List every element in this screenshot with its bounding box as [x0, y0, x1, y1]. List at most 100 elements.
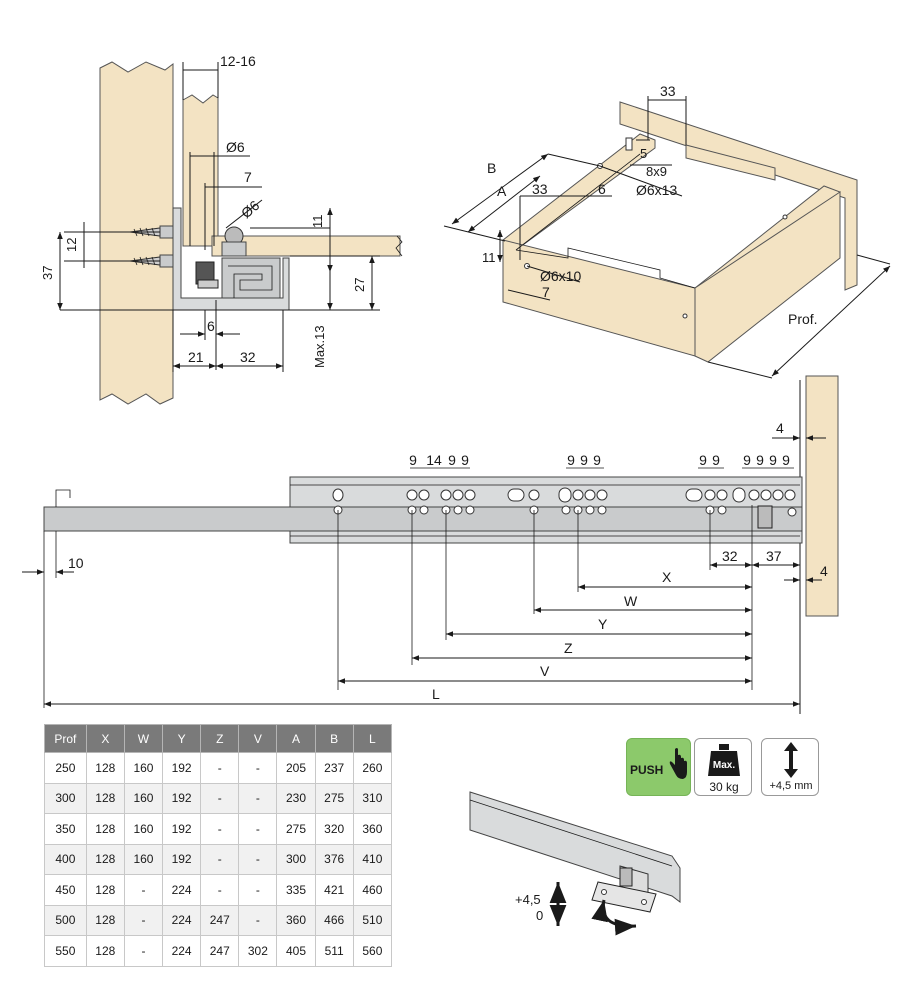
hole-label: 9: [461, 452, 469, 468]
table-cell: 360: [352, 813, 393, 845]
table-cell: 128: [85, 935, 125, 967]
table-header-cell: Z: [200, 724, 240, 753]
table-cell: 192: [162, 813, 202, 845]
table-cell: 128: [85, 752, 125, 784]
push-label: PUSH: [630, 763, 664, 777]
table-cell: 300: [44, 782, 87, 814]
dim-4-side: 4: [820, 563, 828, 579]
dim-L: L: [432, 686, 440, 702]
hole-label: 9: [712, 452, 720, 468]
dim-V: V: [540, 663, 550, 679]
table-cell: 237: [314, 752, 354, 784]
table-cell: 160: [123, 782, 164, 814]
dim-width-32: 32: [240, 349, 256, 365]
dim-32: 32: [722, 548, 738, 564]
table-header-row: Prof X W Y Z V A B L: [44, 724, 393, 753]
iso-dim-slot: 8x9: [646, 164, 667, 179]
vertical-arrow-icon: [784, 742, 798, 778]
table-cell: 260: [352, 752, 393, 784]
iso-dim-B: B: [487, 160, 496, 176]
table-header-cell: W: [123, 724, 164, 753]
dim-X: X: [662, 569, 672, 585]
table-cell: 511: [314, 935, 354, 967]
table-cell: 310: [352, 782, 393, 814]
iso-dim-prof: Prof.: [788, 311, 818, 327]
table-cell: 360: [276, 904, 316, 936]
table-cell: 275: [314, 782, 354, 814]
hand-pointer-icon: [669, 748, 687, 779]
dim-width-6: 6: [207, 318, 215, 334]
iso-dim-A: A: [497, 183, 507, 199]
table-cell: 450: [44, 874, 87, 906]
table-cell: 224: [162, 935, 202, 967]
dim-dia-b: Ø6: [238, 197, 263, 221]
table-cell: 466: [314, 904, 354, 936]
table-cell: 550: [44, 935, 87, 967]
table-cell: -: [200, 752, 240, 784]
table-cell: 128: [85, 813, 125, 845]
isometric-view: 33 5 8x9 Ø6x13 B A 33 6 11 Ø6x10 7 Prof.: [443, 83, 891, 379]
table-cell: 302: [238, 935, 278, 967]
dim-height-11: 11: [310, 215, 325, 229]
hole-label: 9: [593, 452, 601, 468]
dim-W: W: [624, 593, 638, 609]
table-cell: 192: [162, 782, 202, 814]
height-adjust-badge: +4,5 mm: [761, 738, 819, 796]
table-cell: 405: [276, 935, 316, 967]
table-cell: 460: [352, 874, 393, 906]
table-cell: 300: [276, 843, 316, 875]
table-cell: 247: [200, 904, 240, 936]
table-cell: -: [200, 843, 240, 875]
adjust-plus: +4,5: [515, 892, 541, 907]
dim-offset-7: 7: [244, 169, 252, 185]
dim-37: 37: [766, 548, 782, 564]
dim-dia-a: Ø6: [226, 139, 245, 155]
table-cell: 128: [85, 843, 125, 875]
table-cell: -: [238, 904, 278, 936]
table-cell: 192: [162, 843, 202, 875]
table-cell: 410: [352, 843, 393, 875]
table-cell: 224: [162, 904, 202, 936]
dim-Y: Y: [598, 616, 608, 632]
slide-side-view: 9 14 9 9 9 9 9 9 9 9 9 9 9: [22, 375, 839, 714]
table-cell: 421: [314, 874, 354, 906]
hole-row-bottom: [333, 505, 727, 515]
iso-dim-7: 7: [542, 284, 550, 300]
hole-label: 9: [409, 452, 417, 468]
table-cell: -: [238, 813, 278, 845]
dim-4-top: 4: [776, 420, 784, 436]
table-cell: 128: [85, 904, 125, 936]
hole-row-top: [332, 487, 796, 503]
adjustment-detail: +4,5 0: [469, 791, 681, 936]
table-cell: -: [238, 843, 278, 875]
iso-dim-dia13: Ø6x13: [636, 182, 677, 198]
table-cell: -: [123, 904, 164, 936]
hole-label: 9: [567, 452, 575, 468]
iso-dim-5: 5: [640, 146, 647, 161]
hole-label: 9: [699, 452, 707, 468]
table-header-cell: Y: [162, 724, 202, 753]
table-cell: -: [200, 874, 240, 906]
weight-icon: Max.: [708, 744, 740, 776]
dim-gap: 12-16: [220, 53, 256, 69]
table-header-cell: Prof: [44, 724, 87, 753]
table-header-cell: L: [352, 724, 393, 753]
table-cell: -: [238, 782, 278, 814]
hole-label: 9: [448, 452, 456, 468]
table-cell: 128: [85, 874, 125, 906]
iso-front-panel: [502, 239, 696, 357]
table-cell: 510: [352, 904, 393, 936]
iso-left-panel: [502, 133, 656, 251]
hole-label: 9: [743, 452, 751, 468]
hole-label: 9: [580, 452, 588, 468]
table-cell: 160: [123, 813, 164, 845]
height-adjust-value: +4,5 mm: [769, 780, 813, 792]
dim-height-37: 37: [40, 266, 55, 280]
table-cell: 376: [314, 843, 354, 875]
table-cell: 160: [123, 843, 164, 875]
table-header-cell: A: [276, 724, 316, 753]
